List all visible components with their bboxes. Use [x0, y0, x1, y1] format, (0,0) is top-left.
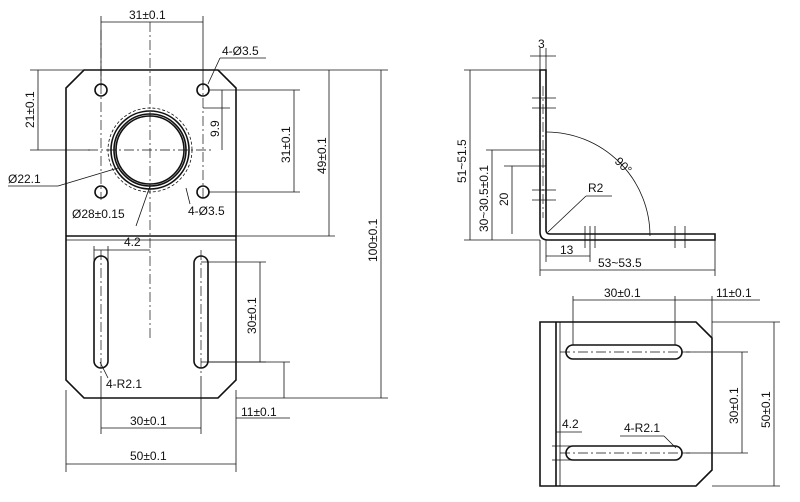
side-view: 3 90° 51~51.5 30~30.5±0.1 20 R2 13 53~53… [455, 37, 716, 276]
dim-bottom-slot-radius: 4-R2.1 [624, 421, 660, 435]
front-outline [65, 69, 237, 399]
dim-radius: R2 [588, 181, 604, 195]
dim-inner-length: 13 [560, 243, 574, 257]
dim-slot-length: 30±0.1 [245, 297, 259, 334]
dim-upper-height: 49±0.1 [315, 137, 329, 174]
dim-bottom-slot-width: 4.2 [562, 417, 579, 431]
dim-hole-spacing: 31±0.1 [279, 126, 293, 163]
side-profile [539, 69, 716, 241]
dim-slot-width: 4.2 [124, 235, 141, 249]
dim-holes-top: 4-Ø3.5 [222, 44, 259, 58]
dim-bottom-edge-offset: 11±0.1 [716, 286, 752, 300]
dim-slot-spacing: 30±0.1 [130, 414, 167, 428]
dim-upper-range: 30~30.5±0.1 [477, 165, 491, 232]
dim-top-width: 31±0.1 [129, 8, 166, 22]
dim-length-range: 53~53.5 [598, 256, 642, 270]
dim-angle: 90° [612, 154, 635, 177]
bottom-view: 30±0.1 11±0.1 30±0.1 50±0.1 4.2 4-R2.1 [539, 286, 780, 487]
dim-total-width: 50±0.1 [130, 449, 167, 463]
dim-bottom-slot-length: 30±0.1 [727, 387, 741, 424]
front-view: 31±0.1 4-Ø3.5 21±0.1 9.9 31±0.1 49±0.1 1… [8, 8, 388, 472]
dim-thickness: 3 [538, 37, 545, 51]
dim-bore-dia: Ø22.1 [8, 172, 41, 186]
dim-height-range: 51~51.5 [455, 139, 469, 183]
bottom-outline [539, 321, 713, 487]
dim-small-offset: 9.9 [208, 120, 222, 137]
dim-top-offset: 21±0.1 [23, 91, 37, 128]
dim-boss-dia: Ø28±0.15 [72, 207, 125, 221]
dim-bottom-slot-spacing: 30±0.1 [604, 286, 641, 300]
dim-bottom-offset: 11±0.1 [241, 405, 277, 419]
dim-total-height: 100±0.1 [366, 218, 380, 262]
dim-bend-height: 20 [497, 192, 511, 206]
dim-bottom-total-width: 50±0.1 [759, 391, 773, 428]
dim-slot-radius: 4-R2.1 [106, 377, 142, 391]
dim-holes-bottom: 4-Ø3.5 [188, 204, 225, 218]
